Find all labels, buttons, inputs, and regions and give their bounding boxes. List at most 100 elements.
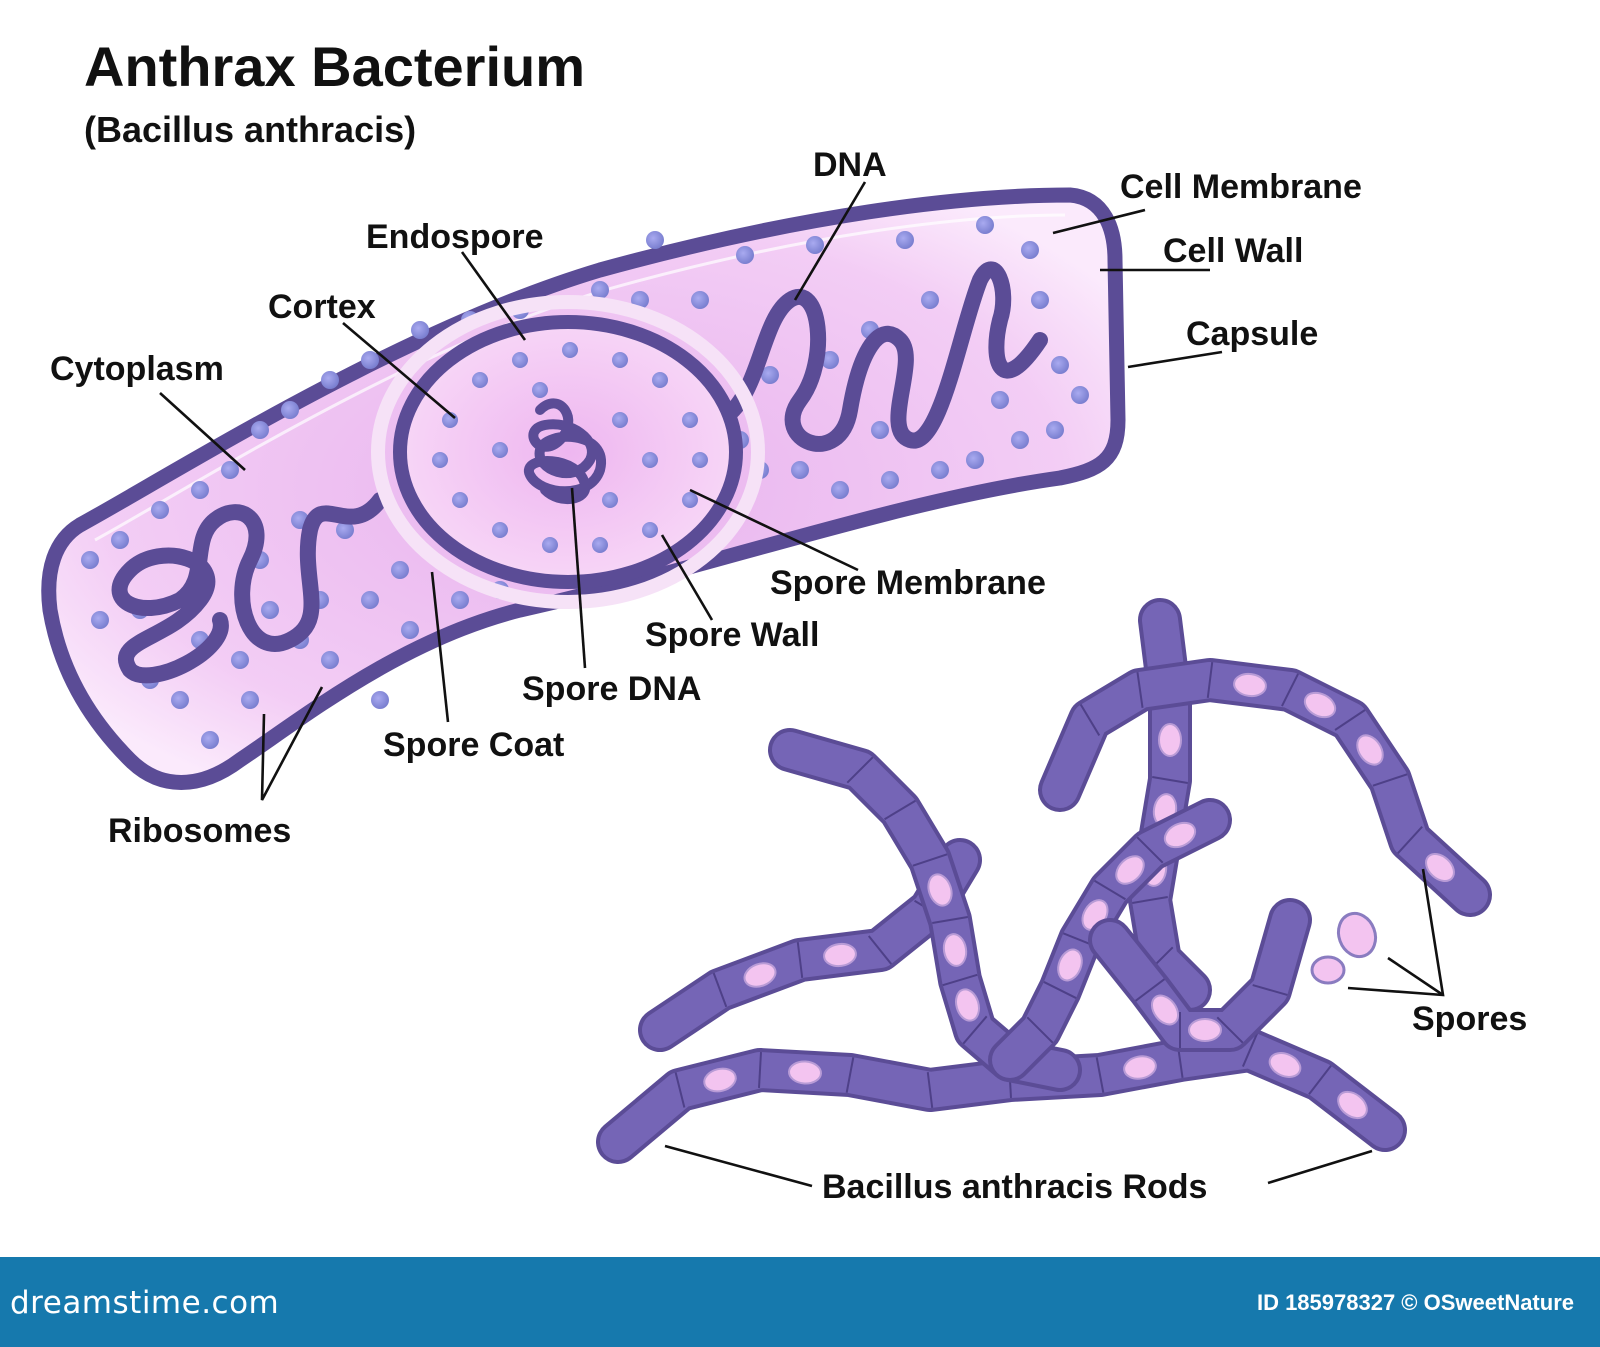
ribosome-dot [151, 501, 169, 519]
ribosome-dot [591, 281, 609, 299]
rod-divider [1206, 662, 1214, 698]
spore-dot [642, 452, 658, 468]
ribosome-dot [241, 691, 259, 709]
rod-spore [1268, 1052, 1302, 1078]
rod-divider [845, 1057, 855, 1093]
ribosome-dot [251, 421, 269, 439]
ribosome-dot [1071, 386, 1089, 404]
ribosome-dot [81, 551, 99, 569]
footer-bar: dreamstime.com ID 185978327 © OSweetNatu… [0, 1257, 1600, 1347]
spore-dot [452, 492, 468, 508]
rod-divider [712, 972, 728, 1008]
ribosome-dot [111, 531, 129, 549]
rod-divider [1043, 981, 1077, 999]
label-spore-dna: Spore DNA [522, 670, 701, 708]
diagram-subtitle: (Bacillus anthracis) [84, 109, 416, 150]
rod-spore [823, 942, 857, 968]
ribosome-dot [691, 291, 709, 309]
rod-divider [1252, 984, 1288, 996]
leader-spore-wall [660, 534, 714, 621]
rod-spore [1158, 723, 1182, 757]
ribosome-dot [1031, 291, 1049, 309]
ribosome-dot [321, 371, 339, 389]
leader-capsule [1127, 350, 1223, 369]
ribosome-dot [931, 461, 949, 479]
ribosome-dot [91, 611, 109, 629]
rod-divider [1094, 879, 1126, 901]
rod-body [642, 842, 978, 1048]
ribosome-dot [791, 461, 809, 479]
ribosome-dot [221, 461, 239, 479]
label-cortex: Cortex [268, 288, 376, 326]
rod-spore [1356, 734, 1384, 766]
rod-spore [927, 873, 953, 907]
rod-divider [1026, 1016, 1054, 1044]
dna-coil-left [111, 492, 388, 684]
rod-divider [1136, 672, 1144, 708]
spore-coat-ring [371, 295, 765, 609]
spore-dot [432, 452, 448, 468]
ribosome-dot [361, 591, 379, 609]
spore-dot [532, 382, 548, 398]
rod-divider [942, 973, 978, 987]
leader-cell-membrane [1052, 208, 1146, 235]
ribosome-dot [976, 216, 994, 234]
spore-dot [692, 452, 708, 468]
rod-divider [1216, 1016, 1244, 1044]
diagram-title: Anthrax Bacterium [84, 35, 585, 98]
label-capsule: Capsule [1186, 315, 1318, 353]
footer-brand[interactable]: dreamstime.com [10, 1285, 280, 1321]
ribosome-dot [991, 391, 1009, 409]
ribosome-dot [451, 591, 469, 609]
rod-spore [1057, 948, 1083, 982]
rod-divider [1079, 704, 1101, 736]
label-spore-wall: Spore Wall [645, 616, 819, 654]
spore-dot [542, 537, 558, 553]
spore-dot [652, 372, 668, 388]
rod-spore [1303, 691, 1337, 719]
spore-dot [492, 522, 508, 538]
ribosome-dot [966, 451, 984, 469]
rod-divider [1308, 1065, 1332, 1095]
rod-divider [962, 1015, 988, 1045]
rod-spore [1150, 994, 1180, 1026]
ribosome-dot [921, 291, 939, 309]
free-spore [1336, 911, 1378, 959]
ribosome-dot [1011, 431, 1029, 449]
rod-divider [1132, 896, 1168, 904]
spore-dot [492, 442, 508, 458]
rod-divider [674, 1072, 686, 1108]
ribosome-dot [321, 651, 339, 669]
ribosome-dot [1046, 421, 1064, 439]
ribosome-dot [171, 691, 189, 709]
spore-dot [562, 342, 578, 358]
spore-dot [612, 412, 628, 428]
rod-spore [1425, 852, 1455, 883]
leader-dna [793, 181, 867, 301]
ribosome-dot [411, 321, 429, 339]
spore-dot [612, 352, 628, 368]
rod-spore [788, 1060, 822, 1085]
footer-credit: ID 185978327 © OSweetNature [1256, 1290, 1574, 1315]
rod-divider [932, 916, 968, 924]
rod-divider [1281, 673, 1299, 707]
ribosome-dot [201, 731, 219, 749]
rod-divider [796, 942, 804, 978]
label-ribosomes: Ribosomes [108, 812, 291, 850]
bacillus-rods [596, 598, 1492, 1164]
rod-spore [1233, 672, 1267, 698]
leader-spore-dna [570, 487, 587, 669]
rod-spore [1123, 1055, 1157, 1080]
ribosome-dot [281, 401, 299, 419]
rod-spore [1115, 855, 1145, 885]
label-cell-wall: Cell Wall [1163, 232, 1303, 270]
ribosome-dot [821, 351, 839, 369]
ribosome-dot [261, 601, 279, 619]
ribosome-dot [371, 691, 389, 709]
ribosome-dot [736, 246, 754, 264]
endospore [393, 315, 743, 589]
rod-divider [758, 1051, 762, 1089]
dna-coil-right [712, 261, 1048, 452]
ribosome-dot [896, 231, 914, 249]
spore-dot [682, 412, 698, 428]
